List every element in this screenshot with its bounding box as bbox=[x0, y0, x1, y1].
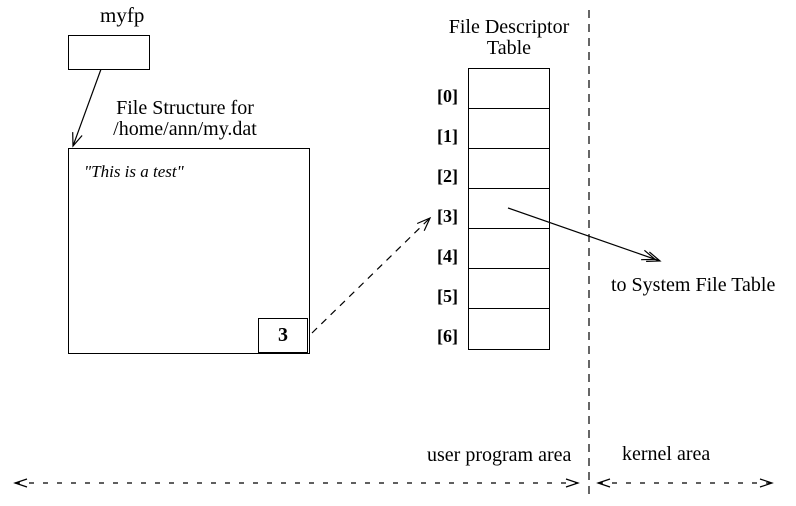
file-structure-title-line2: /home/ann/my.dat bbox=[113, 118, 257, 140]
fd-index-0: [0] bbox=[437, 86, 458, 106]
myfp-pointer-box bbox=[68, 35, 150, 70]
descriptor-value-box: 3 bbox=[258, 318, 308, 353]
fd-index-1: [1] bbox=[437, 126, 458, 146]
descriptor-value: 3 bbox=[278, 324, 288, 346]
descriptor-dashed-arrow bbox=[311, 216, 432, 334]
fd-index-3: [3] bbox=[437, 206, 458, 226]
fd-table-row-1 bbox=[469, 109, 549, 149]
fd-table-row-3 bbox=[469, 189, 549, 229]
fd-index-2: [2] bbox=[437, 166, 458, 186]
fd-table-row-0 bbox=[469, 69, 549, 109]
fd-index-6: [6] bbox=[437, 326, 458, 346]
fd-table-row-6 bbox=[469, 309, 549, 349]
myfp-label: myfp bbox=[100, 3, 145, 27]
fd-table bbox=[468, 68, 550, 350]
fd-index-5: [5] bbox=[437, 286, 458, 306]
fd-index-4: [4] bbox=[437, 246, 458, 266]
kernel-area-extent-arrow bbox=[596, 478, 774, 488]
fd-table-title-line2: Table bbox=[486, 37, 532, 59]
fd-table-row-2 bbox=[469, 149, 549, 189]
fd-table-title: File Descriptor Table bbox=[428, 17, 590, 59]
user-program-area-label: user program area bbox=[427, 444, 572, 466]
file-content-quote: "This is a test" bbox=[84, 162, 184, 181]
fd-table-row-5 bbox=[469, 269, 549, 309]
file-structure-title: File Structure for /home/ann/my.dat bbox=[105, 98, 265, 140]
file-structure-box bbox=[68, 148, 310, 354]
fd-table-row-4 bbox=[469, 229, 549, 269]
fd-table-title-line1: File Descriptor bbox=[448, 16, 570, 38]
file-structure-title-line1: File Structure for bbox=[116, 97, 254, 119]
system-file-table-label: to System File Table bbox=[611, 274, 776, 296]
kernel-area-label: kernel area bbox=[622, 443, 711, 465]
user-area-extent-arrow bbox=[13, 478, 580, 488]
